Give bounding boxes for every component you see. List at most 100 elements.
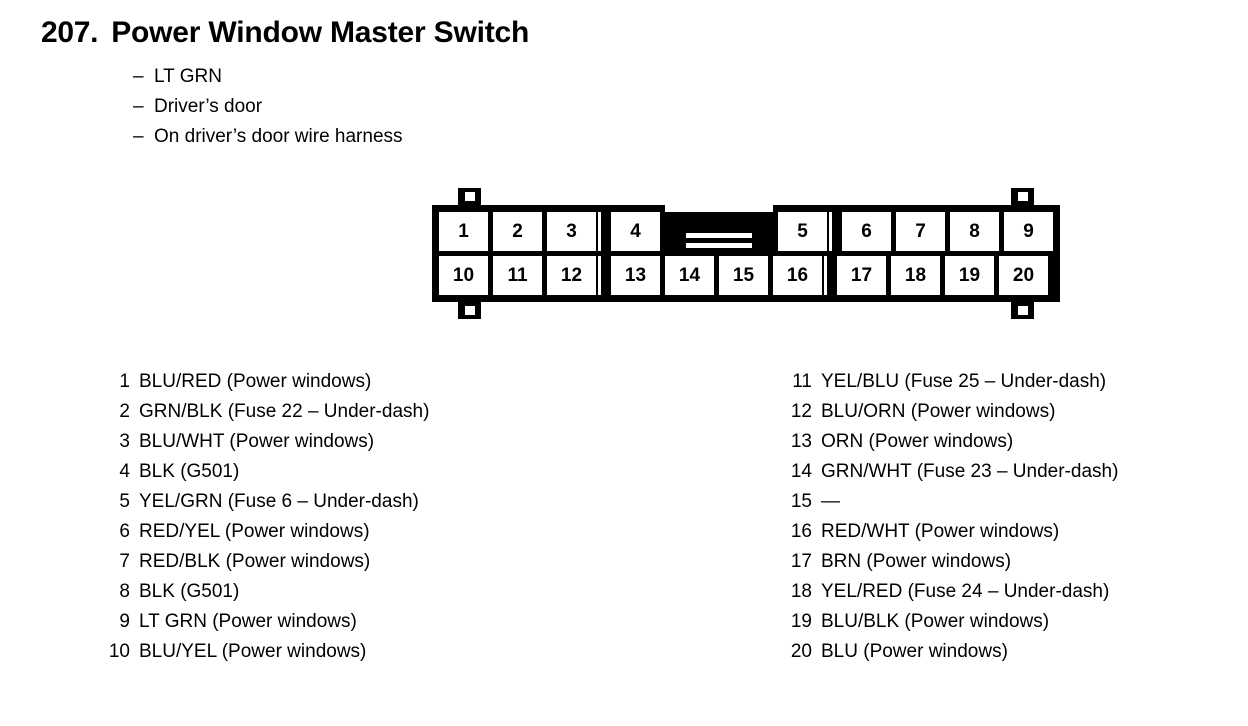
bullet-dash-icon: – xyxy=(133,96,144,117)
pin-description: RED/BLK (Power windows) xyxy=(139,551,371,572)
connector-pin-cell-13[interactable]: 13 xyxy=(611,256,660,295)
pin-number: 9 xyxy=(119,611,130,632)
connector-pin-cell-2[interactable]: 2 xyxy=(493,212,542,251)
pin-number: 11 xyxy=(792,371,812,392)
pin-list-item: 19 BLU/BLK (Power windows) xyxy=(786,611,1118,641)
connector-group-divider-bottom-left xyxy=(598,256,606,295)
pin-list-item: 10 BLU/YEL (Power windows) xyxy=(104,641,429,671)
pin-number: 3 xyxy=(119,431,130,452)
connector-pin-cell-12[interactable]: 12 xyxy=(547,256,596,295)
pin-number: 16 xyxy=(790,521,812,542)
mounting-tab-top-left xyxy=(458,188,481,205)
connector-pin-cell-6[interactable]: 6 xyxy=(842,212,891,251)
pin-description: BLK (G501) xyxy=(139,581,240,602)
pin-list-item: 12 BLU/ORN (Power windows) xyxy=(786,401,1118,431)
pin-description: GRN/BLK (Fuse 22 – Under-dash) xyxy=(139,401,430,422)
mounting-tab-hole xyxy=(464,192,475,201)
pin-list-item: 8 BLK (G501) xyxy=(104,581,429,611)
bullet-dash-icon: – xyxy=(133,66,144,87)
connector-attribute-label: On driver’s door wire harness xyxy=(154,126,403,147)
connector-pin-cell-8[interactable]: 8 xyxy=(950,212,999,251)
connector-latch-slot xyxy=(686,243,752,248)
pin-list-item: 15— xyxy=(786,491,1118,521)
connector-pin-cell-17[interactable]: 17 xyxy=(837,256,886,295)
mounting-tab-bottom-left xyxy=(458,302,481,319)
connector-latch-icon xyxy=(679,227,759,256)
connector-attribute-row: –Driver’s door xyxy=(133,96,403,126)
pin-list-item: 11 YEL/BLU (Fuse 25 – Under-dash) xyxy=(786,371,1118,401)
connector-pin-cell-20[interactable]: 20 xyxy=(999,256,1048,295)
mounting-tab-bottom-right xyxy=(1011,302,1034,319)
connector-latch-slot xyxy=(686,233,752,238)
pin-number: 7 xyxy=(119,551,130,572)
pin-list-item: 16 RED/WHT (Power windows) xyxy=(786,521,1118,551)
pin-list-item: 7 RED/BLK (Power windows) xyxy=(104,551,429,581)
pin-description: BLU (Power windows) xyxy=(821,641,1008,662)
connector-pin-cell-9[interactable]: 9 xyxy=(1004,212,1053,251)
pin-description: YEL/BLU (Fuse 25 – Under-dash) xyxy=(821,371,1107,392)
connector-pin-cell-1[interactable]: 1 xyxy=(439,212,488,251)
pin-number: 12 xyxy=(790,401,812,422)
connector-pin-cell-16[interactable]: 16 xyxy=(773,256,822,295)
connector-top-notch xyxy=(665,205,773,212)
connector-attribute-label: LT GRN xyxy=(154,66,222,87)
connector-pin-cell-5[interactable]: 5 xyxy=(778,212,827,251)
pin-description: LT GRN (Power windows) xyxy=(139,611,357,632)
connector-pin-cell-4[interactable]: 4 xyxy=(611,212,660,251)
pin-number: 19 xyxy=(790,611,812,632)
connector-pin-cell-15[interactable]: 15 xyxy=(719,256,768,295)
pin-description: YEL/GRN (Fuse 6 – Under-dash) xyxy=(139,491,419,512)
pin-number: 8 xyxy=(119,581,130,602)
pin-description: BLU/ORN (Power windows) xyxy=(821,401,1056,422)
connector-pin-cell-11[interactable]: 11 xyxy=(493,256,542,295)
pin-number: 14 xyxy=(790,461,812,482)
connector-attributes-list: –LT GRN–Driver’s door–On driver’s door w… xyxy=(133,66,403,156)
connector-pin-cell-19[interactable]: 19 xyxy=(945,256,994,295)
pin-number: 17 xyxy=(790,551,812,572)
page-title: 207. Power Window Master Switch xyxy=(41,16,529,50)
pin-number: 6 xyxy=(119,521,130,542)
pin-description: BLU/BLK (Power windows) xyxy=(821,611,1050,632)
connector-pin-cell-3[interactable]: 3 xyxy=(547,212,596,251)
connector-pin-cell-14[interactable]: 14 xyxy=(665,256,714,295)
connector-pin-cell-7[interactable]: 7 xyxy=(896,212,945,251)
pin-description: RED/WHT (Power windows) xyxy=(821,521,1060,542)
bullet-dash-icon: – xyxy=(133,126,144,147)
mounting-tab-hole xyxy=(1017,192,1028,201)
connector-group-divider-top-left xyxy=(598,212,606,251)
pin-description: YEL/RED (Fuse 24 – Under-dash) xyxy=(821,581,1110,602)
mounting-tab-hole xyxy=(464,306,475,315)
page-title-number: 207. xyxy=(41,16,99,49)
page-title-text: Power Window Master Switch xyxy=(111,16,530,49)
pin-list-item: 17 BRN (Power windows) xyxy=(786,551,1118,581)
pin-number: 20 xyxy=(790,641,812,662)
pin-number: 10 xyxy=(108,641,130,662)
mounting-tab-top-right xyxy=(1011,188,1034,205)
pin-description: BLU/YEL (Power windows) xyxy=(139,641,367,662)
pin-list-item: 9 LT GRN (Power windows) xyxy=(104,611,429,641)
pin-number: 5 xyxy=(119,491,130,512)
pin-description: BRN (Power windows) xyxy=(821,551,1012,572)
pin-list-item: 20 BLU (Power windows) xyxy=(786,641,1118,671)
connector-pin-cell-18[interactable]: 18 xyxy=(891,256,940,295)
pin-list-right: 11 YEL/BLU (Fuse 25 – Under-dash) 12 BLU/OR… xyxy=(786,371,1119,671)
pin-description: BLK (G501) xyxy=(139,461,240,482)
pin-number: 2 xyxy=(119,401,130,422)
pin-list-item: 14 GRN/WHT (Fuse 23 – Under-dash) xyxy=(786,461,1119,491)
connector-latch-area xyxy=(665,205,773,256)
pin-description: RED/YEL (Power windows) xyxy=(139,521,370,542)
mounting-tab-hole xyxy=(1017,306,1028,315)
pin-list-item: 2 GRN/BLK (Fuse 22 – Under-dash) xyxy=(104,401,429,431)
pin-description: GRN/WHT (Fuse 23 – Under-dash) xyxy=(821,461,1119,482)
connector-pin-cell-10[interactable]: 10 xyxy=(439,256,488,295)
pin-description: — xyxy=(821,491,840,512)
